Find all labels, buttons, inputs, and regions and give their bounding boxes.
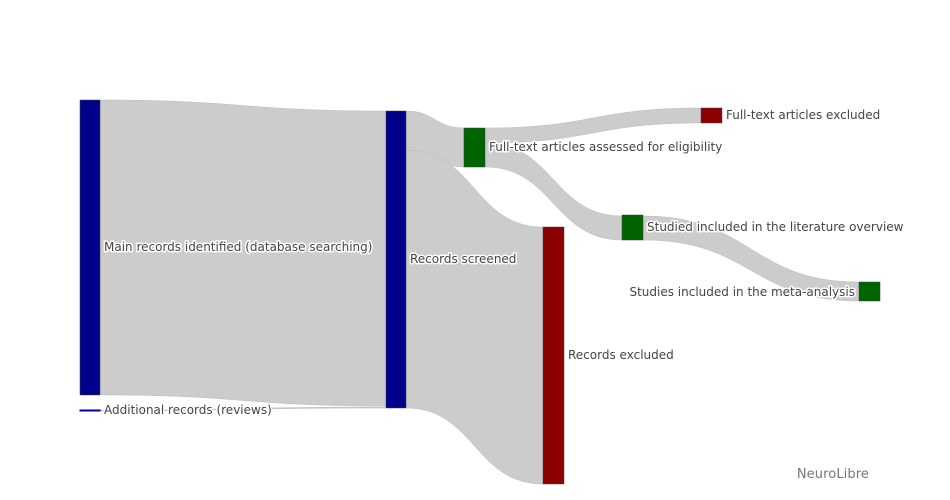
node-main[interactable] [79, 99, 101, 396]
node-fulltext[interactable] [463, 127, 486, 168]
node-label-additional: Additional records (reviews) [104, 403, 272, 417]
labels-layer: Main records identified (database search… [103, 107, 906, 419]
node-label-ft_excluded: Full-text articles excluded [726, 108, 880, 122]
node-ft_excluded[interactable] [700, 107, 723, 124]
node-overview[interactable] [621, 214, 644, 241]
node-label-screened: Records screened [410, 252, 516, 266]
node-label-overview: Studied included in the literature overv… [647, 220, 904, 234]
neurolibre-watermark: NeuroLibre [796, 467, 869, 482]
nodes-layer [79, 99, 881, 485]
node-additional[interactable] [79, 409, 101, 412]
link-fulltext-to-ft_excluded[interactable] [484, 107, 702, 144]
node-label-main: Main records identified (database search… [104, 240, 372, 254]
node-label-fulltext: Full-text articles assessed for eligibil… [489, 140, 722, 154]
node-excluded[interactable] [542, 226, 565, 485]
node-label-meta: Studies included in the meta-analysis [629, 285, 855, 299]
node-meta[interactable] [858, 281, 881, 302]
link-screened-to-excluded[interactable] [405, 149, 544, 485]
node-label-excluded: Records excluded [568, 348, 674, 362]
node-screened[interactable] [385, 110, 407, 409]
links-layer [99, 99, 860, 485]
